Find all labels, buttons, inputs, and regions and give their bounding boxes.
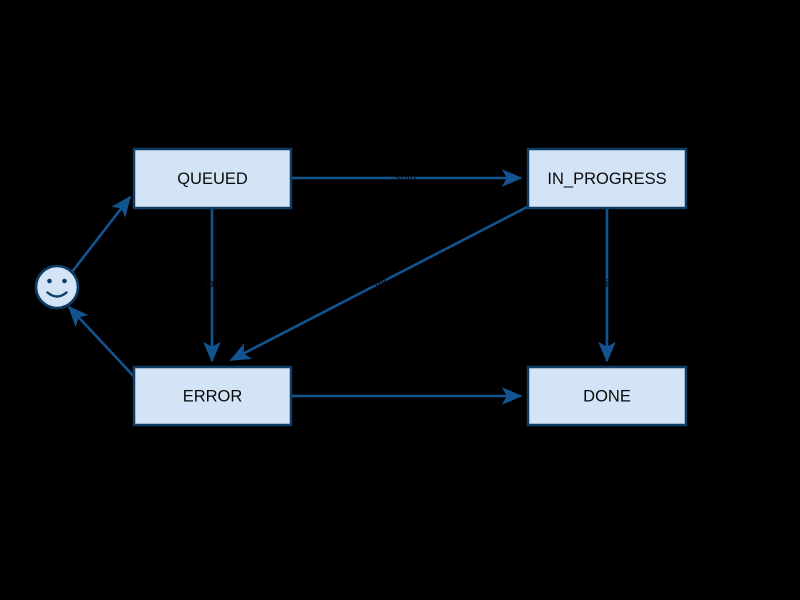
node-queued-box[interactable] xyxy=(132,147,293,210)
smiley-mouth xyxy=(46,291,68,298)
smiley-face-icon xyxy=(46,278,68,298)
node-in-progress-box[interactable] xyxy=(526,147,688,210)
edge-in-progress-to-error: fail xyxy=(229,205,528,362)
node-error-box[interactable] xyxy=(132,365,293,427)
node-done[interactable]: DONE xyxy=(526,365,688,427)
edge-line xyxy=(67,305,141,384)
edge-error-to-start xyxy=(67,305,141,384)
node-in-progress[interactable]: IN_PROGRESS xyxy=(526,147,688,210)
node-start[interactable] xyxy=(34,264,80,310)
smiley-eye-left xyxy=(47,278,52,284)
edge-line xyxy=(229,205,528,362)
edge-start-to-queued xyxy=(70,195,132,273)
edge-line xyxy=(70,195,132,273)
edge-in-progress-to-done: finish xyxy=(594,208,620,363)
node-done-box[interactable] xyxy=(526,365,688,427)
edge-queued-to-error: fail xyxy=(203,208,221,363)
edge-queued-to-in-progress: start xyxy=(291,169,523,187)
node-queued[interactable]: QUEUED xyxy=(132,147,293,210)
smiley-eye-right xyxy=(62,278,67,284)
start-node-circle[interactable] xyxy=(34,264,80,310)
node-error[interactable]: ERROR xyxy=(132,365,293,427)
